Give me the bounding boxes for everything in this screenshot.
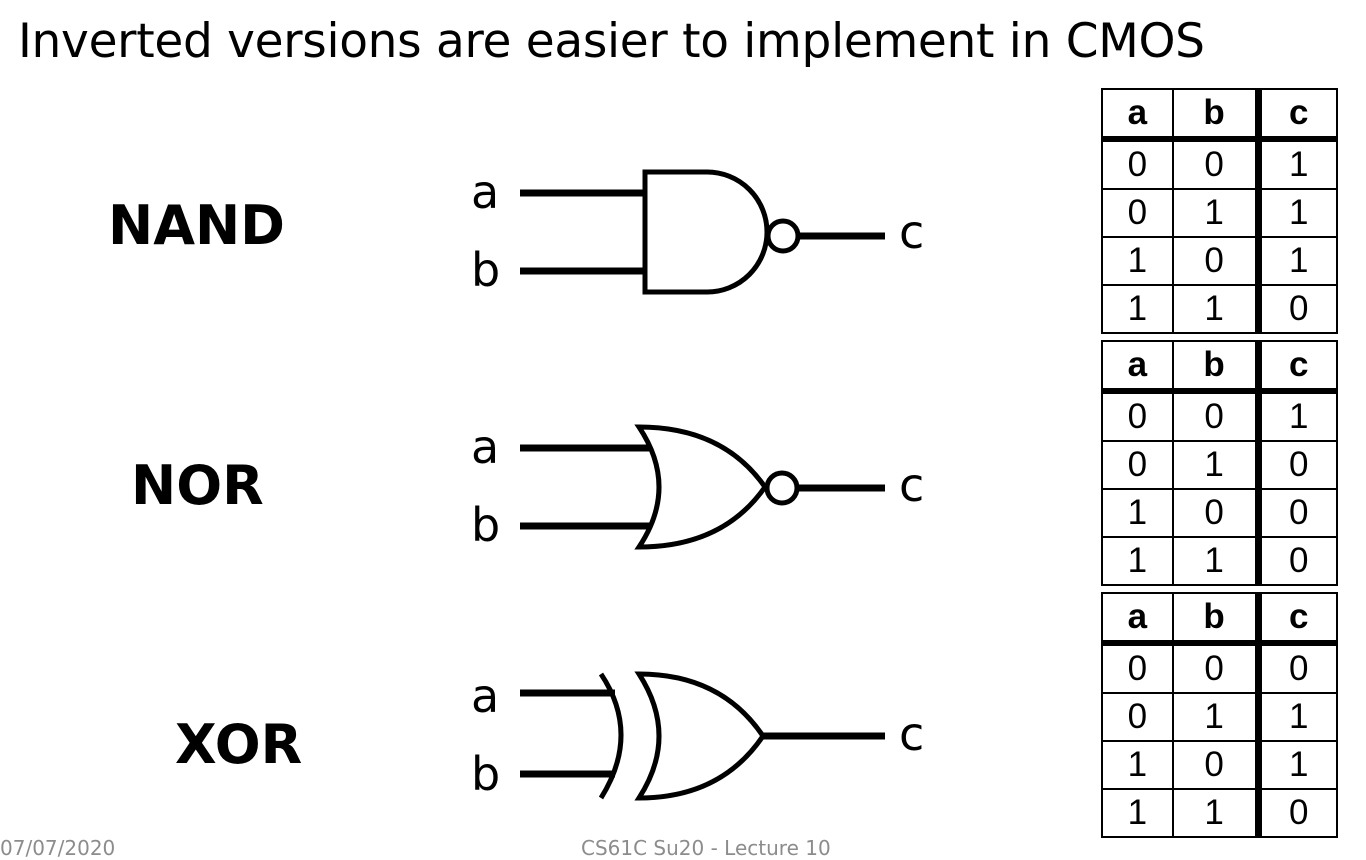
nor-body <box>634 424 769 550</box>
table-row: 1 1 0 <box>1101 536 1338 586</box>
cell: 1 <box>1101 740 1174 790</box>
header-a: a <box>1101 340 1174 394</box>
table-row: 1 0 1 <box>1101 740 1338 790</box>
slide-title: Inverted versions are easier to implemen… <box>18 14 1205 69</box>
header-c: c <box>1257 88 1338 142</box>
cell: 0 <box>1101 138 1174 190</box>
nor-inversion-bubble <box>764 470 800 506</box>
table-row: 0 0 1 <box>1101 390 1338 442</box>
footer-date: 07/07/2020 <box>0 836 116 860</box>
table-row: 0 0 1 <box>1101 138 1338 190</box>
cell: 0 <box>1171 642 1262 694</box>
cell: 1 <box>1257 390 1338 442</box>
cell: 1 <box>1101 536 1174 586</box>
header-c: c <box>1257 340 1338 394</box>
table-row: 1 1 0 <box>1101 788 1338 838</box>
cell: 1 <box>1257 138 1338 190</box>
header-a: a <box>1101 88 1174 142</box>
cell: 1 <box>1101 788 1174 838</box>
gate-label-xor: XOR <box>175 713 303 776</box>
cell: 0 <box>1171 488 1262 538</box>
cell: 1 <box>1101 488 1174 538</box>
xor-extra-input-curve <box>598 672 624 800</box>
cell: 1 <box>1101 236 1174 286</box>
table-row: 0 0 0 <box>1101 642 1338 694</box>
cell: 1 <box>1171 284 1262 334</box>
header-b: b <box>1171 88 1262 142</box>
cell: 0 <box>1257 642 1338 694</box>
cell: 1 <box>1171 692 1262 742</box>
header-b: b <box>1171 592 1262 646</box>
cell: 0 <box>1171 740 1262 790</box>
header-c: c <box>1257 592 1338 646</box>
nor-gate-symbol: a b c <box>471 420 924 552</box>
cell: 0 <box>1257 440 1338 490</box>
xor-output-label: c <box>899 707 924 761</box>
nand-truth-table: a b c 0 0 1 0 1 1 1 0 1 1 1 0 <box>1101 88 1338 334</box>
cell: 0 <box>1101 692 1174 742</box>
nand-gate-symbol: a b c <box>471 165 924 297</box>
table-row: 1 0 1 <box>1101 236 1338 286</box>
truth-table-header-row: a b c <box>1101 592 1338 646</box>
cell: 1 <box>1171 788 1262 838</box>
nor-input-a-label: a <box>471 420 499 474</box>
nor-output-label: c <box>899 458 924 512</box>
xor-body <box>634 671 767 801</box>
gate-label-nand: NAND <box>108 194 286 257</box>
cell: 0 <box>1101 642 1174 694</box>
cell: 1 <box>1257 740 1338 790</box>
footer-course: CS61C Su20 - Lecture 10 <box>581 836 831 860</box>
table-row: 1 1 0 <box>1101 284 1338 334</box>
table-row: 0 1 1 <box>1101 188 1338 238</box>
xor-input-a-label: a <box>471 669 499 723</box>
table-row: 1 0 0 <box>1101 488 1338 538</box>
nand-body <box>642 169 770 295</box>
nand-inversion-bubble <box>765 218 801 254</box>
truth-table-header-row: a b c <box>1101 88 1338 142</box>
cell: 1 <box>1257 236 1338 286</box>
nand-input-a-label: a <box>471 165 499 219</box>
xor-input-b-label: b <box>471 747 500 801</box>
cell: 0 <box>1101 390 1174 442</box>
xor-gate-symbol: a b c <box>471 669 924 801</box>
cell: 0 <box>1257 788 1338 838</box>
nand-output-label: c <box>899 205 924 259</box>
nand-input-b-label: b <box>471 243 500 297</box>
truth-table-header-row: a b c <box>1101 340 1338 394</box>
table-row: 0 1 1 <box>1101 692 1338 742</box>
cell: 0 <box>1171 390 1262 442</box>
cell: 0 <box>1101 188 1174 238</box>
cell: 1 <box>1257 188 1338 238</box>
cell: 0 <box>1171 138 1262 190</box>
cell: 0 <box>1171 236 1262 286</box>
header-b: b <box>1171 340 1262 394</box>
cell: 1 <box>1171 188 1262 238</box>
nor-truth-table: a b c 0 0 1 0 1 0 1 0 0 1 1 0 <box>1101 340 1338 586</box>
cell: 1 <box>1101 284 1174 334</box>
cell: 1 <box>1171 440 1262 490</box>
cell: 0 <box>1101 440 1174 490</box>
cell: 0 <box>1257 536 1338 586</box>
cell: 0 <box>1257 488 1338 538</box>
cell: 1 <box>1171 536 1262 586</box>
xor-truth-table: a b c 0 0 0 0 1 1 1 0 1 1 1 0 <box>1101 592 1338 838</box>
cell: 0 <box>1257 284 1338 334</box>
gate-label-nor: NOR <box>131 454 264 517</box>
table-row: 0 1 0 <box>1101 440 1338 490</box>
nor-input-b-label: b <box>471 498 500 552</box>
cell: 1 <box>1257 692 1338 742</box>
header-a: a <box>1101 592 1174 646</box>
